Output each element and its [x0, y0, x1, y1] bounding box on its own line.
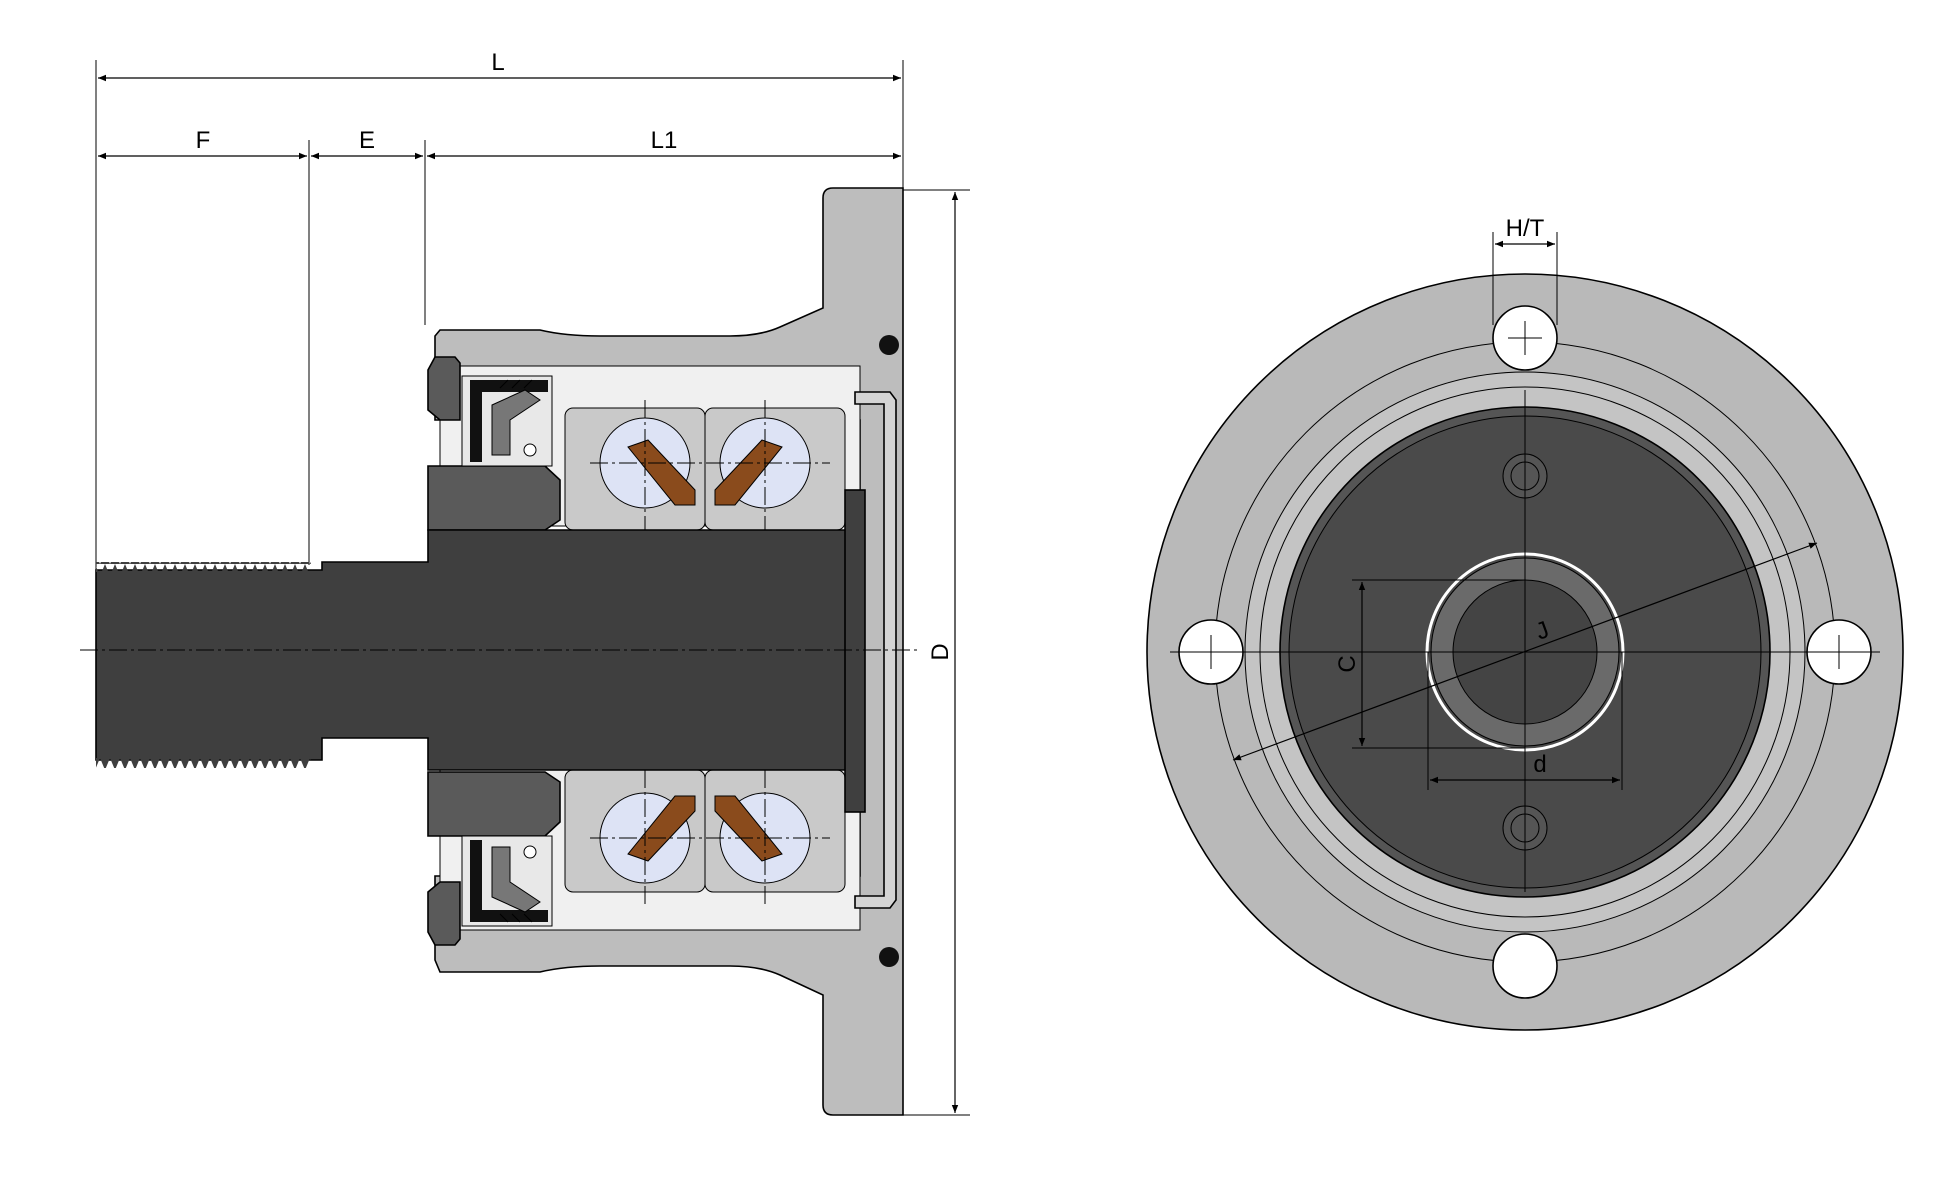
- dim-L: L: [98, 49, 901, 82]
- shaft-thread-top: [96, 562, 311, 572]
- shaft-collar: [844, 489, 866, 813]
- front-view: J H/T C d: [1146, 215, 1904, 1031]
- bolt-hole-top: [1492, 305, 1558, 371]
- dim-HT-label: H/T: [1506, 215, 1545, 242]
- dim-C-label: C: [1334, 655, 1361, 672]
- dim-D: D: [927, 192, 959, 1113]
- dim-D-label: D: [927, 643, 954, 660]
- seal-ring-lower-outer: [427, 881, 461, 946]
- dim-E: E: [311, 127, 423, 160]
- seal-ring-lower-inner: [427, 771, 561, 837]
- dim-L1: L1: [427, 127, 901, 160]
- end-cap-plate: [854, 391, 897, 909]
- bolt-hole-bottom: [1492, 933, 1558, 999]
- seal-detail-lower: [461, 835, 553, 927]
- o-ring-lower: [879, 947, 899, 967]
- seal-detail-upper: [461, 375, 553, 467]
- dim-L1-label: L1: [651, 127, 678, 154]
- dim-E-label: E: [359, 127, 375, 154]
- dim-d: d: [1427, 652, 1623, 790]
- dim-d-label: d: [1533, 751, 1546, 778]
- dim-HT: H/T: [1492, 215, 1558, 325]
- bearing-balls-upper: [590, 400, 830, 530]
- bearing-balls-lower: [590, 770, 830, 905]
- o-ring-upper: [879, 335, 899, 355]
- shaft-thread-bottom: [96, 758, 311, 768]
- dim-C: C: [1334, 579, 1525, 749]
- dim-L-label: L: [491, 49, 504, 76]
- seal-ring-upper-inner: [427, 465, 561, 531]
- dim-F: F: [98, 127, 307, 160]
- dim-F-label: F: [196, 127, 211, 154]
- dim-J-line: [1232, 542, 1818, 761]
- side-section-view: L F E L1 D: [80, 49, 970, 1116]
- seal-ring-upper-outer: [427, 356, 461, 421]
